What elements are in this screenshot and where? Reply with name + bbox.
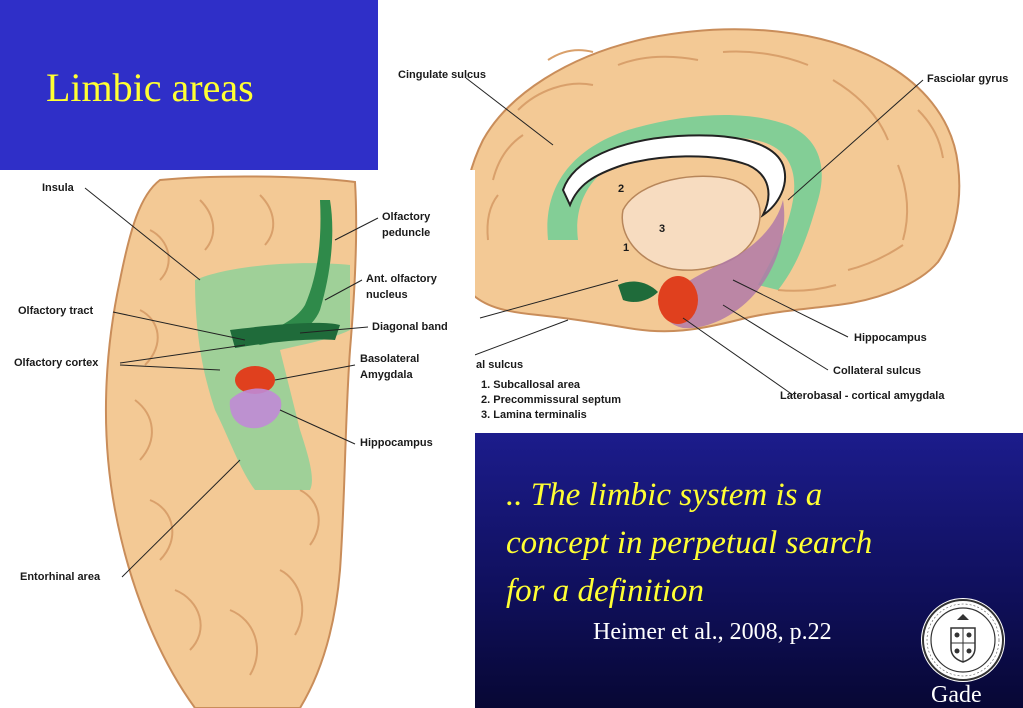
quote-text: .. The limbic system is a concept in per… [506, 471, 1006, 615]
hippocampus-purple [229, 388, 282, 429]
label-num1: 1 [623, 242, 629, 254]
label-olfactory-peduncle-1: Olfactory [382, 211, 431, 223]
label-ant-olfactory-2: nucleus [366, 289, 408, 301]
olfactory-tract-band [245, 200, 333, 345]
label-olfactory-peduncle-2: peduncle [382, 227, 430, 239]
label-hippocampus-medial: Hippocampus [854, 332, 927, 344]
label-item3: 3. Lamina terminalis [481, 409, 587, 421]
label-collateral-sulcus: Collateral sulcus [833, 365, 921, 377]
basolateral-amygdala-red [235, 366, 275, 394]
label-olfactory-tract: Olfactory tract [18, 305, 94, 317]
title-panel: Limbic areas [0, 0, 378, 170]
label-item2: 2. Precommissural septum [481, 394, 621, 406]
quote-line-1: .. The limbic system is a [506, 477, 823, 513]
septal-region [618, 281, 658, 303]
label-basolateral-2: Amygdala [360, 369, 413, 381]
label-cingulate-sulcus: Cingulate sulcus [398, 69, 486, 81]
author-name: Gade [931, 682, 982, 708]
label-fasciolar-gyrus: Fasciolar gyrus [927, 73, 1008, 85]
label-num2: 2 [618, 183, 624, 195]
label-hippocampus-ventral: Hippocampus [360, 437, 433, 449]
label-entorhinal: Entorhinal area [20, 571, 101, 583]
medial-brain-figure: Cingulate sulcus Fasciolar gyrus Hippoca… [378, 0, 1023, 433]
label-olfactory-cortex: Olfactory cortex [14, 357, 99, 369]
slide-title: Limbic areas [46, 65, 254, 110]
diagonal-band-region [230, 322, 340, 348]
label-diagonal-band: Diagonal band [372, 321, 448, 333]
label-num3: 3 [659, 223, 665, 235]
gyri-texture [486, 49, 944, 292]
ventral-leader-lines [84, 187, 379, 578]
label-ant-olfactory-1: Ant. olfactory [366, 273, 438, 285]
label-basolateral-1: Basolateral [360, 353, 419, 365]
quote-line-3: for a definition [506, 573, 704, 609]
quote-panel: .. The limbic system is a concept in per… [475, 433, 1023, 708]
thalamus [621, 175, 761, 271]
university-seal-icon [921, 598, 1005, 682]
amygdala-red [658, 276, 698, 324]
label-insula: Insula [42, 182, 75, 194]
quote-line-2: concept in perpetual search [506, 525, 873, 561]
citation: Heimer et al., 2008, p.22 [593, 619, 832, 645]
label-item1: 1. Subcallosal area [481, 379, 581, 391]
label-laterobasal: Laterobasal - cortical amygdala [780, 390, 945, 402]
label-rhinal-sulcus: al sulcus [476, 359, 523, 371]
ventral-brain-figure: Insula Olfactory peduncle Ant. olfactory… [0, 170, 475, 708]
corpus-callosum [561, 134, 786, 218]
ventral-gyri-texture [134, 194, 320, 676]
